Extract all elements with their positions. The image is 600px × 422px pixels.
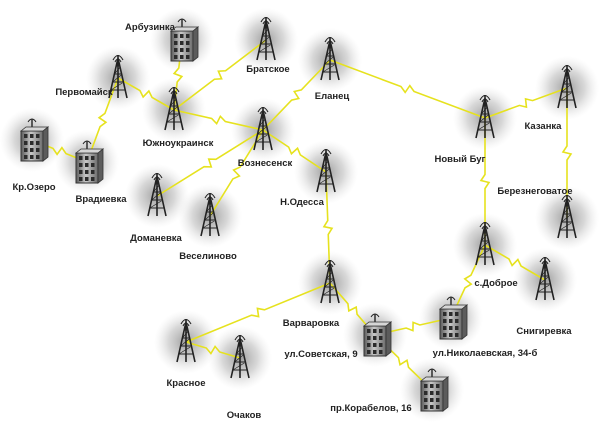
- radio-link-pervomaisk-vradievka: [86, 77, 119, 163]
- site-label-bratskoe: Братское: [246, 64, 289, 75]
- site-label-bereznegovatoe: Березнеговатое: [497, 186, 572, 197]
- radio-link-voznesensk-domanevka: [156, 129, 264, 197]
- tower-icon-voznesensk: [253, 106, 273, 151]
- tower-icon-snigirevka: [535, 256, 555, 301]
- site-label-pr_korabelov: пр.Корабелов, 16: [330, 403, 411, 414]
- tower-icon-n_odessa: [316, 148, 336, 193]
- tower-icon-varvarovka: [320, 259, 340, 304]
- tower-icon-pervomaisk: [108, 54, 128, 99]
- site-label-kazanka: Казанка: [525, 121, 563, 132]
- building-icon-vradievka: [74, 140, 105, 184]
- sites: [19, 16, 577, 412]
- site-label-snigirevka: Снигиревка: [516, 326, 572, 337]
- tower-icon-ochakov: [230, 334, 250, 379]
- radio-link-voznesensk-elanets: [262, 59, 331, 131]
- building-icon-pr_korabelov: [419, 368, 450, 412]
- radio-link-yuzhnoukrainsk-pervomaisk: [117, 77, 175, 111]
- building-icon-ul_nikolaevskaya: [438, 296, 469, 340]
- tower-icon-kazanka: [557, 64, 577, 109]
- building-icon-arbuzinka: [169, 18, 200, 62]
- site-label-krasnoe: Красное: [167, 378, 206, 389]
- tower-icon-veselinovo: [200, 192, 220, 237]
- radio-link-novy_bug-s_dobroe: [479, 118, 491, 245]
- tower-icon-yuzhnoukrainsk: [164, 86, 184, 131]
- site-label-ochakov: Очаков: [227, 410, 262, 421]
- site-label-kr_ozero: Кр.Озеро: [12, 182, 55, 193]
- radio-link-voznesensk-veselinovo: [209, 129, 264, 217]
- tower-icon-krasnoe: [176, 318, 196, 363]
- site-label-varvarovka: Варваровка: [283, 318, 340, 329]
- site-label-ul_sovetskaya: ул.Советская, 9: [284, 349, 357, 360]
- radio-link-n_odessa-varvarovka: [322, 171, 334, 284]
- building-icon-kr_ozero: [19, 118, 50, 162]
- site-label-ul_nikolaevskaya: ул.Николаевская, 34-б: [433, 348, 538, 359]
- site-label-pervomaisk: Первомайск: [55, 87, 113, 98]
- radio-link-vradievka-kr_ozero: [31, 139, 88, 163]
- radio-link-elanets-novy_bug: [329, 59, 486, 119]
- radio-link-s_dobroe-ul_nikolaevskaya: [450, 244, 486, 319]
- tower-icon-bratskoe: [256, 16, 276, 61]
- site-label-s_dobroe: с.Доброе: [474, 278, 517, 289]
- tower-icon-s_dobroe: [475, 221, 495, 266]
- radio-links: [31, 39, 573, 391]
- radio-link-krasnoe-ochakov: [185, 341, 241, 359]
- site-label-vradievka: Врадиевка: [76, 194, 128, 205]
- radio-link-varvarovka-krasnoe: [185, 282, 331, 343]
- radio-link-arbuzinka-yuzhnoukrainsk: [172, 39, 184, 111]
- site-label-n_odessa: Н.Одесса: [280, 197, 325, 208]
- radio-link-yuzhnoukrainsk-voznesensk: [173, 109, 264, 131]
- tower-icon-elanets: [320, 36, 340, 81]
- radio-link-s_dobroe-snigirevka: [484, 244, 546, 281]
- radio-link-voznesensk-n_odessa: [262, 129, 327, 173]
- radio-link-ul_sovetskaya-pr_korabelov: [374, 334, 433, 391]
- radio-link-yuzhnoukrainsk-bratskoe: [173, 39, 267, 111]
- site-label-veselinovo: Веселиново: [179, 251, 237, 262]
- tower-icon-domanevka: [147, 172, 167, 217]
- building-icon-ul_sovetskaya: [362, 313, 393, 357]
- site-label-elanets: Еланец: [315, 91, 350, 102]
- site-label-novy_bug: Новый Буг: [434, 154, 485, 165]
- radio-link-novy_bug-kazanka: [484, 87, 568, 119]
- radio-link-ul_sovetskaya-ul_nikolaevskaya: [374, 317, 452, 336]
- radio-link-kazanka-bereznegovatoe: [561, 88, 573, 218]
- tower-icon-bereznegovatoe: [557, 194, 577, 239]
- radio-link-varvarovka-ul_sovetskaya: [329, 282, 376, 336]
- site-label-arbuzinka: Арбузинка: [125, 22, 176, 33]
- site-label-voznesensk: Вознесенск: [238, 158, 293, 169]
- tower-icon-novy_bug: [475, 94, 495, 139]
- site-label-domanevka: Доманевка: [130, 233, 182, 244]
- site-label-yuzhnoukrainsk: Южноукраинск: [143, 138, 214, 149]
